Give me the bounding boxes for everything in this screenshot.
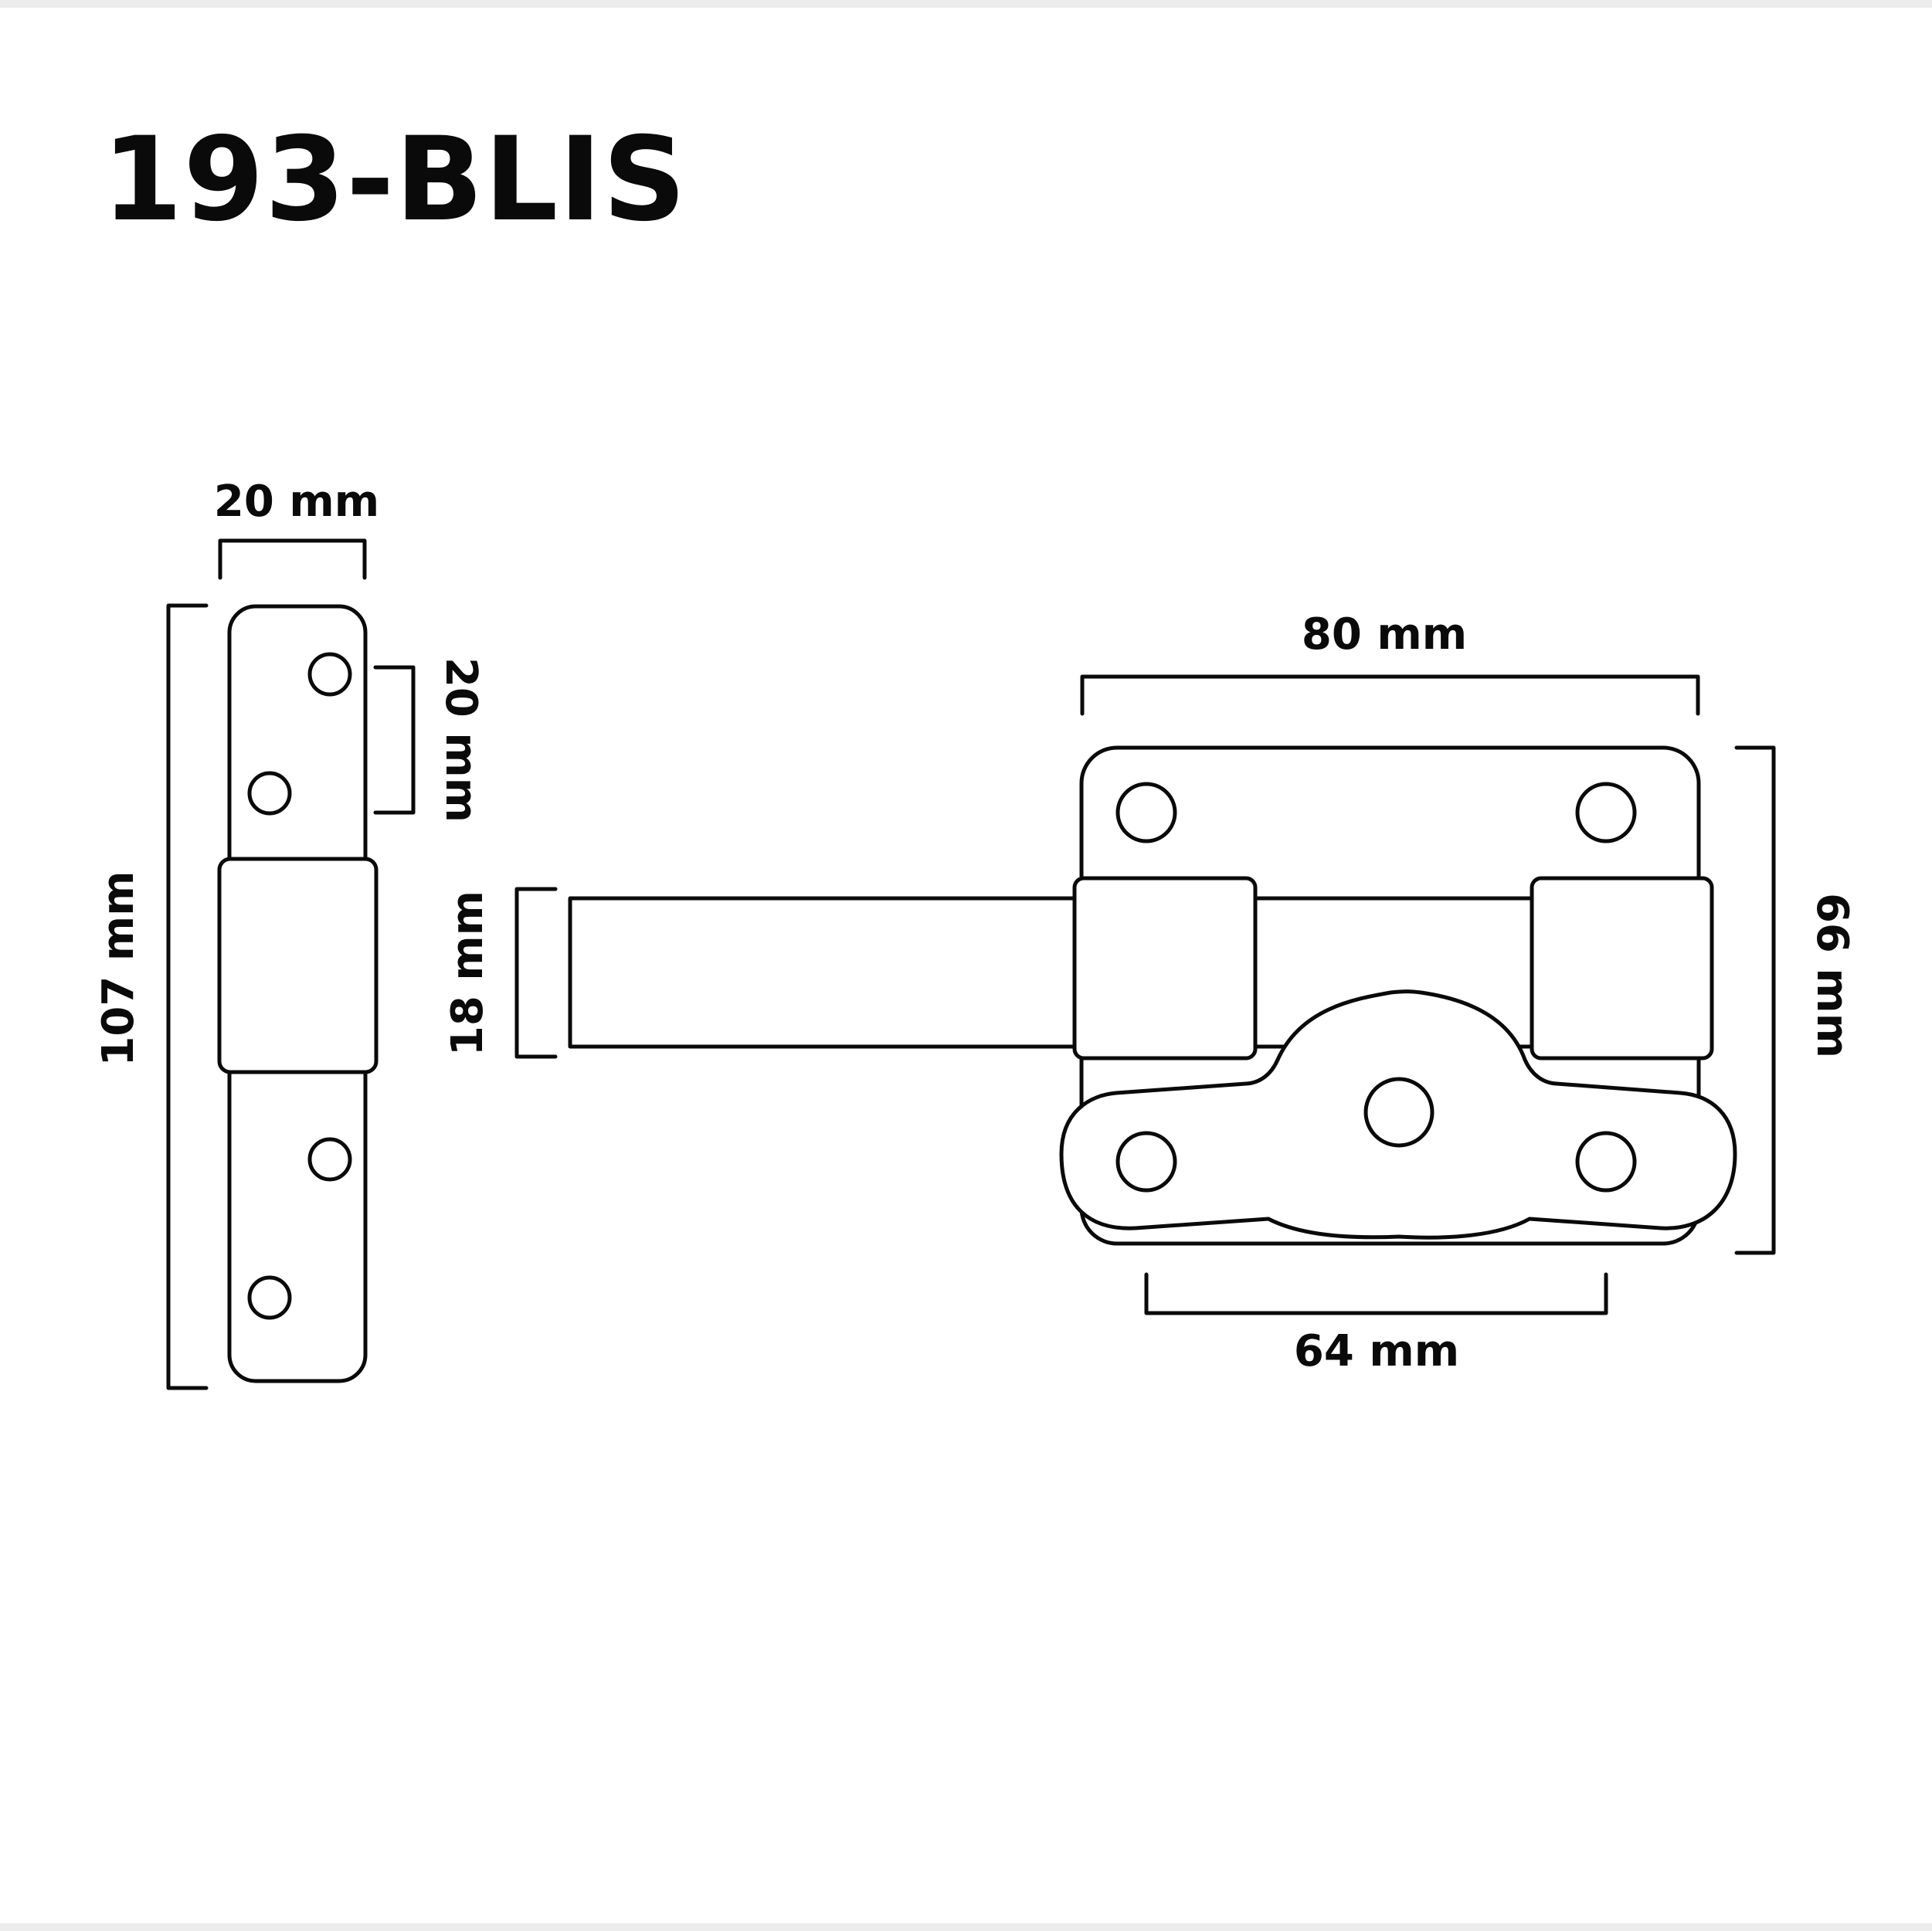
bolt-height-dimension-line <box>514 887 558 1059</box>
front-bolt-guide-right <box>1530 876 1714 1061</box>
bolt-height-label: 18 mm <box>443 891 493 1056</box>
side-view <box>166 538 416 1390</box>
side-height-dimension-line <box>166 603 209 1390</box>
side-hole-spacing-dimension-line <box>373 665 416 815</box>
front-keeper-plate <box>1059 989 1737 1240</box>
side-screw-hole-3 <box>307 1137 352 1182</box>
side-width-dimension-line <box>218 538 367 580</box>
side-screw-hole-4 <box>247 1275 292 1320</box>
product-title: 193-BLIS <box>102 113 688 247</box>
side-height-label: 107 mm <box>93 870 144 1066</box>
front-width-dimension-line <box>1080 674 1700 716</box>
bottom-edge-band <box>0 1923 1932 1931</box>
front-width-label: 80 mm <box>1302 609 1467 660</box>
top-edge-band <box>0 0 1932 8</box>
front-plate-hole-top-right <box>1575 782 1637 843</box>
side-screw-hole-2 <box>247 771 292 816</box>
hole-spacing-dimension-line <box>1144 1272 1608 1315</box>
hole-spacing-label: 64 mm <box>1294 1326 1459 1376</box>
front-bolt-guide-left <box>1072 876 1258 1061</box>
side-width-label: 20 mm <box>214 477 379 527</box>
side-hole-spacing-label: 20 mm <box>436 657 486 823</box>
front-view <box>514 674 1776 1315</box>
front-keeper-hole-right <box>1575 1131 1637 1193</box>
front-height-dimension-line <box>1734 745 1776 1255</box>
front-plate-hole-top-left <box>1115 782 1177 843</box>
side-knuckle <box>217 857 379 1074</box>
front-height-label: 66 mm <box>1807 893 1857 1058</box>
front-keeper-center-hole <box>1363 1077 1435 1148</box>
side-screw-hole-1 <box>307 652 352 697</box>
front-keeper-hole-left <box>1115 1131 1177 1193</box>
